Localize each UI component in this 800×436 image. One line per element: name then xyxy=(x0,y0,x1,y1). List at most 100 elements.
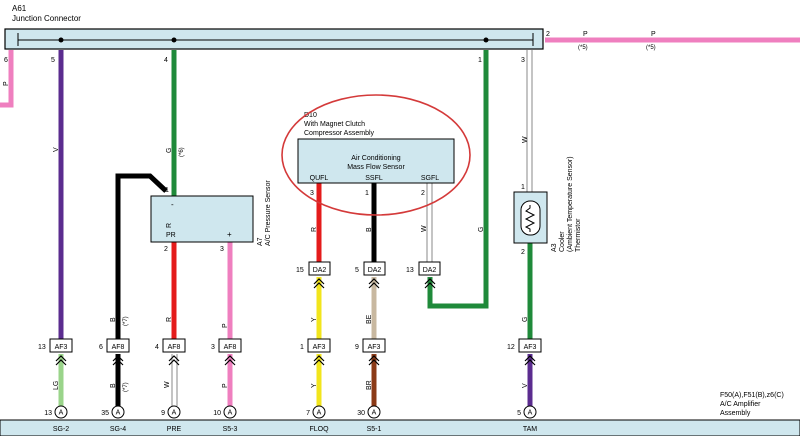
wire-label-p-left: P xyxy=(3,81,10,86)
svg-text:AF8: AF8 xyxy=(224,344,237,351)
mid-label-floq-y: Y xyxy=(311,317,318,322)
wire-label-v: V xyxy=(53,147,60,152)
low-label-floq-y: Y xyxy=(311,383,318,388)
da2-pin-5: 5 xyxy=(355,267,359,274)
cooler-line2: (Ambient Temperature Sensor) xyxy=(567,156,574,252)
da2-pin-15: 15 xyxy=(296,267,304,274)
amplifier-pin-number-floq: 7 xyxy=(306,410,310,417)
pressure-pin-3: 3 xyxy=(220,246,224,253)
junction-pin-5: 5 xyxy=(51,57,55,64)
compressor-wire-r: R xyxy=(311,227,318,232)
pressure-name: A/C Pressure Sensor xyxy=(265,180,272,246)
junction-pin-1: 1 xyxy=(478,57,482,64)
terminal-sgfl: SGFL xyxy=(421,175,439,182)
svg-text:DA2: DA2 xyxy=(313,267,327,274)
junction-dot-1 xyxy=(483,37,489,43)
amplifier-pin-number-tam: 5 xyxy=(517,410,521,417)
amplifier-terminal-pre: PRE xyxy=(167,426,182,433)
wire-note-5-a: (*5) xyxy=(578,45,588,51)
pressure-wire-g-note: (*6) xyxy=(179,147,185,157)
svg-text:AF3: AF3 xyxy=(55,344,68,351)
low-label-s51-br: BR xyxy=(366,380,373,390)
af3-pin-13: 13 xyxy=(38,344,46,351)
thermistor-element xyxy=(520,200,541,236)
compressor-wire-w: W xyxy=(421,225,428,232)
compressor-line2: Compressor Assembly xyxy=(304,130,375,137)
amplifier-pin-number-sg-2: 13 xyxy=(44,410,52,417)
terminal-ssfl: SSFL xyxy=(365,175,383,182)
amplifier-terminal-floq: FLOQ xyxy=(309,426,329,433)
af3-pin-1: 1 xyxy=(300,344,304,351)
svg-text:DA2: DA2 xyxy=(423,267,437,274)
sensor-line1: Air Conditioning xyxy=(351,155,401,162)
af8-pin-6: 6 xyxy=(99,344,103,351)
wire-note-5-b: (*5) xyxy=(646,45,656,51)
amplifier-bar xyxy=(0,419,800,436)
amplifier-terminal-sg-2: SG-2 xyxy=(53,426,69,433)
pressure-terminal-plus: + xyxy=(227,230,232,239)
svg-text:AF8: AF8 xyxy=(112,344,125,351)
wire-label-p-right-2: P xyxy=(651,31,656,38)
amplifier-pin-letter-s5-3: A xyxy=(228,410,233,417)
amplifier-line1: A/C Amplifier xyxy=(720,401,761,408)
mid-label-tam-g: G xyxy=(522,317,529,322)
cooler-line1: Cooler xyxy=(559,231,566,252)
pressure-pin-1: 1 xyxy=(165,187,169,194)
mass-flow-sensor-box xyxy=(297,138,455,184)
low-label-s53-p: P xyxy=(222,383,229,388)
junction-pin-2: 2 xyxy=(546,31,550,38)
amplifier-pin-circle-s5-1 xyxy=(367,405,381,419)
pressure-wire-g: G xyxy=(166,148,173,153)
pressure-terminal-pr: PR xyxy=(166,232,176,239)
pressure-pin-2: 2 xyxy=(164,246,168,253)
af8-pin-3: 3 xyxy=(211,344,215,351)
amplifier-pin-letter-s5-1: A xyxy=(372,410,377,417)
compressor-pin-1: 1 xyxy=(365,190,369,197)
cooler-pin-2: 2 xyxy=(521,249,525,256)
highlight-ellipse xyxy=(281,94,471,216)
svg-text:AF3: AF3 xyxy=(313,344,326,351)
svg-text:AF3: AF3 xyxy=(524,344,537,351)
connector-da2-5: DA2 xyxy=(363,261,386,289)
junction-connector-bar xyxy=(4,28,544,50)
junction-pin-3: 3 xyxy=(521,57,525,64)
amplifier-terminal-s5-1: S5-1 xyxy=(367,426,382,433)
amplifier-codes: F50(A),F51(B),z6(C) xyxy=(720,392,784,399)
junction-code: A61 xyxy=(12,4,27,13)
amplifier-pin-number-s5-3: 10 xyxy=(213,410,221,417)
pressure-wire-p: P xyxy=(222,323,229,328)
low-label-sg2-lg: LG xyxy=(53,381,60,390)
cooler-line3: Thermistor xyxy=(575,218,582,252)
cooler-code: A3 xyxy=(551,243,558,252)
terminal-qufl: QUFL xyxy=(310,175,329,182)
connector-af3-12: AF3 xyxy=(518,338,542,366)
pressure-code: A7 xyxy=(257,237,264,246)
connector-af8-6: AF8 xyxy=(106,338,130,366)
amplifier-pin-circle-tam xyxy=(523,405,537,419)
mid-label-sg4-note: (*7) xyxy=(123,316,129,326)
pressure-terminal-minus: - xyxy=(171,200,174,209)
svg-text:AF3: AF3 xyxy=(368,344,381,351)
junction-pin-4: 4 xyxy=(164,57,168,64)
pressure-wire-r: R xyxy=(166,223,173,228)
mid-label-s51-be: BE xyxy=(366,314,373,324)
af3-pin-12: 12 xyxy=(507,344,515,351)
junction-name: Junction Connector xyxy=(12,14,81,23)
junction-dot-5 xyxy=(58,37,64,43)
amplifier-terminal-tam: TAM xyxy=(523,426,537,433)
mid-label-sg4-b: B xyxy=(110,317,117,322)
svg-text:DA2: DA2 xyxy=(368,267,382,274)
wire-sg4-black-upper xyxy=(115,173,168,339)
amplifier-pin-circle-sg-2 xyxy=(54,405,68,419)
low-label-tam-v: V xyxy=(522,383,529,388)
amplifier-pin-letter-sg-2: A xyxy=(59,410,64,417)
amplifier-pin-letter-floq: A xyxy=(317,410,322,417)
da2-pin-13: 13 xyxy=(406,267,414,274)
af3-pin-9: 9 xyxy=(355,344,359,351)
compressor-code: D10 xyxy=(304,112,317,119)
mid-label-pre-r: R xyxy=(166,317,173,322)
amplifier-pin-letter-tam: A xyxy=(528,410,533,417)
compressor-wire-b: B xyxy=(366,227,373,232)
amplifier-pin-circle-pre xyxy=(167,405,181,419)
